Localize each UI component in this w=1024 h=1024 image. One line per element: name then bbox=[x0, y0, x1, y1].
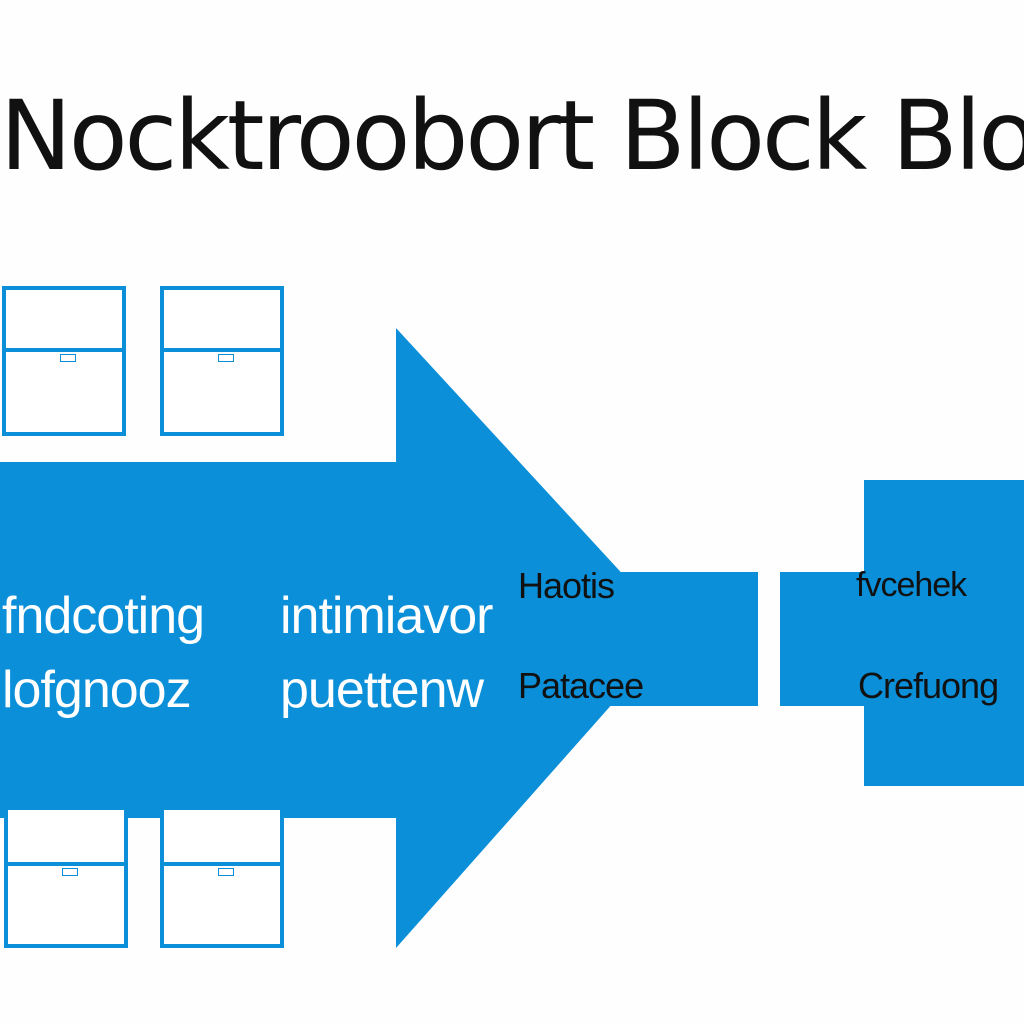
window-pane-bottom bbox=[6, 352, 122, 432]
right-box-label-top: fvcehek bbox=[856, 566, 967, 604]
window-pane-top bbox=[6, 290, 122, 352]
window-icon-top-right bbox=[160, 286, 284, 436]
window-icon-bottom-left bbox=[4, 806, 128, 948]
diagram-title: Nocktroobort Block Blodk bbox=[0, 80, 1024, 192]
arrow-text-line2-left: lofgnooz bbox=[2, 661, 192, 719]
arrow-text-line1-left: fndcoting bbox=[2, 587, 205, 645]
window-pane-bottom bbox=[164, 352, 280, 432]
arrow-shape bbox=[0, 328, 676, 948]
window-pane-top bbox=[164, 810, 280, 866]
right-connector-band bbox=[780, 572, 870, 706]
middle-box-label-bottom: Patacee bbox=[518, 665, 644, 706]
arrow-text-line1-right: intimiavor bbox=[280, 587, 493, 645]
window-handle bbox=[62, 868, 78, 876]
arrow-text-line2-right: puettenw bbox=[280, 661, 484, 719]
window-pane-top bbox=[164, 290, 280, 352]
window-pane-bottom bbox=[164, 866, 280, 944]
right-process-box bbox=[864, 480, 1024, 786]
window-pane-top bbox=[8, 810, 124, 866]
window-handle bbox=[218, 868, 234, 876]
right-box-label-bottom: Crefuong bbox=[858, 665, 999, 706]
middle-process-box bbox=[512, 572, 758, 706]
window-handle bbox=[60, 354, 76, 362]
window-icon-top-left bbox=[2, 286, 126, 436]
window-handle bbox=[218, 354, 234, 362]
window-pane-bottom bbox=[8, 866, 124, 944]
window-icon-bottom-right bbox=[160, 806, 284, 948]
middle-box-label-top: Haotis bbox=[518, 565, 615, 606]
